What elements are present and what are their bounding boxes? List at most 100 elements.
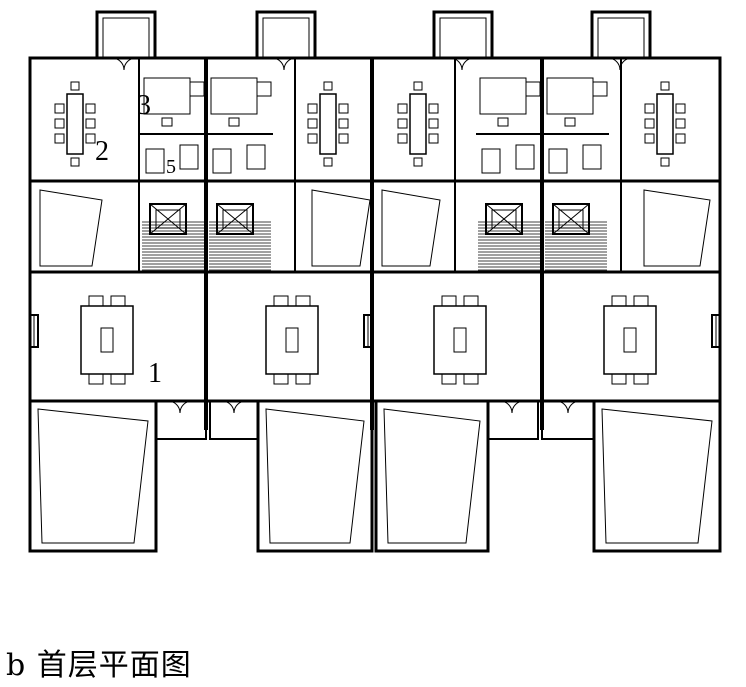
sofa-set	[603, 305, 657, 375]
elevator-car	[222, 209, 248, 229]
chair	[397, 103, 408, 114]
shower	[582, 144, 602, 170]
chair	[307, 133, 318, 144]
armchair	[88, 295, 104, 307]
chair	[70, 157, 80, 167]
balcony	[432, 10, 494, 60]
garage-car-outline	[265, 408, 365, 544]
chair	[323, 157, 333, 167]
chair	[70, 81, 80, 91]
room-cabinet	[39, 189, 103, 267]
armchair	[295, 373, 311, 385]
details	[33, 17, 717, 544]
armchair	[110, 373, 126, 385]
chair	[428, 133, 439, 144]
elevator-car	[155, 209, 181, 229]
chair	[307, 118, 318, 129]
balcony-inner	[439, 17, 487, 59]
chair	[54, 103, 65, 114]
dining-table	[66, 93, 84, 155]
door-swing	[167, 400, 181, 414]
label-2: 2	[95, 136, 109, 167]
door-swing	[499, 400, 513, 414]
chair	[54, 133, 65, 144]
elevator-cross	[485, 203, 523, 235]
chair	[428, 118, 439, 129]
floor-plan: 1 2 3 5	[28, 10, 722, 553]
chair	[338, 103, 349, 114]
door-swing	[179, 400, 193, 414]
chair	[397, 133, 408, 144]
garage-car-outline	[601, 408, 713, 544]
chair	[644, 133, 655, 144]
stove	[525, 81, 541, 97]
sofa-set	[265, 305, 319, 375]
armchair	[611, 373, 627, 385]
chair	[675, 133, 686, 144]
kitchen-counter	[479, 77, 527, 115]
chair	[675, 118, 686, 129]
coffee-table	[623, 327, 637, 353]
walls	[28, 10, 722, 553]
elevator-car	[558, 209, 584, 229]
room-cabinet	[381, 189, 441, 267]
door-swing	[123, 57, 137, 71]
shower	[246, 144, 266, 170]
coffee-table	[453, 327, 467, 353]
stove	[189, 81, 205, 97]
chair	[338, 133, 349, 144]
sink	[161, 117, 173, 127]
balcony-inner	[262, 17, 310, 59]
entry-porch	[155, 400, 207, 440]
stove	[256, 81, 272, 97]
shower	[179, 144, 199, 170]
stove	[592, 81, 608, 97]
armchair	[463, 295, 479, 307]
door-swing	[607, 57, 621, 71]
figure-caption: b 首层平面图	[6, 648, 192, 683]
armchair	[463, 373, 479, 385]
balcony	[590, 10, 652, 60]
chair	[397, 118, 408, 129]
chair	[660, 81, 670, 91]
armchair	[295, 295, 311, 307]
sofa-set	[433, 305, 487, 375]
balcony	[95, 10, 157, 60]
chair	[413, 157, 423, 167]
dining-table	[319, 93, 337, 155]
chair	[644, 103, 655, 114]
armchair	[633, 373, 649, 385]
armchair	[88, 373, 104, 385]
chair	[660, 157, 670, 167]
door-swing	[233, 400, 247, 414]
armchair	[611, 295, 627, 307]
label-5: 5	[166, 156, 176, 178]
garage	[256, 399, 374, 553]
garage-car-outline	[383, 408, 481, 544]
chair	[307, 103, 318, 114]
label-1: 1	[148, 358, 162, 389]
armchair	[441, 295, 457, 307]
kitchen-counter	[210, 77, 258, 115]
toilet	[481, 148, 501, 174]
entry-porch	[541, 400, 595, 440]
sofa-set	[80, 305, 134, 375]
armchair	[110, 295, 126, 307]
armchair	[273, 373, 289, 385]
chair	[54, 118, 65, 129]
label-3: 3	[137, 90, 151, 121]
garage-car-outline	[37, 408, 149, 544]
shower	[515, 144, 535, 170]
door-swing	[283, 57, 297, 71]
toilet	[212, 148, 232, 174]
elevator-car	[491, 209, 517, 229]
sink	[564, 117, 576, 127]
chair	[85, 103, 96, 114]
chair	[338, 118, 349, 129]
door-swing	[271, 57, 285, 71]
elevator-cross	[149, 203, 187, 235]
door-swing	[567, 400, 581, 414]
armchair	[273, 295, 289, 307]
door-swing	[511, 400, 525, 414]
garage	[28, 399, 158, 553]
